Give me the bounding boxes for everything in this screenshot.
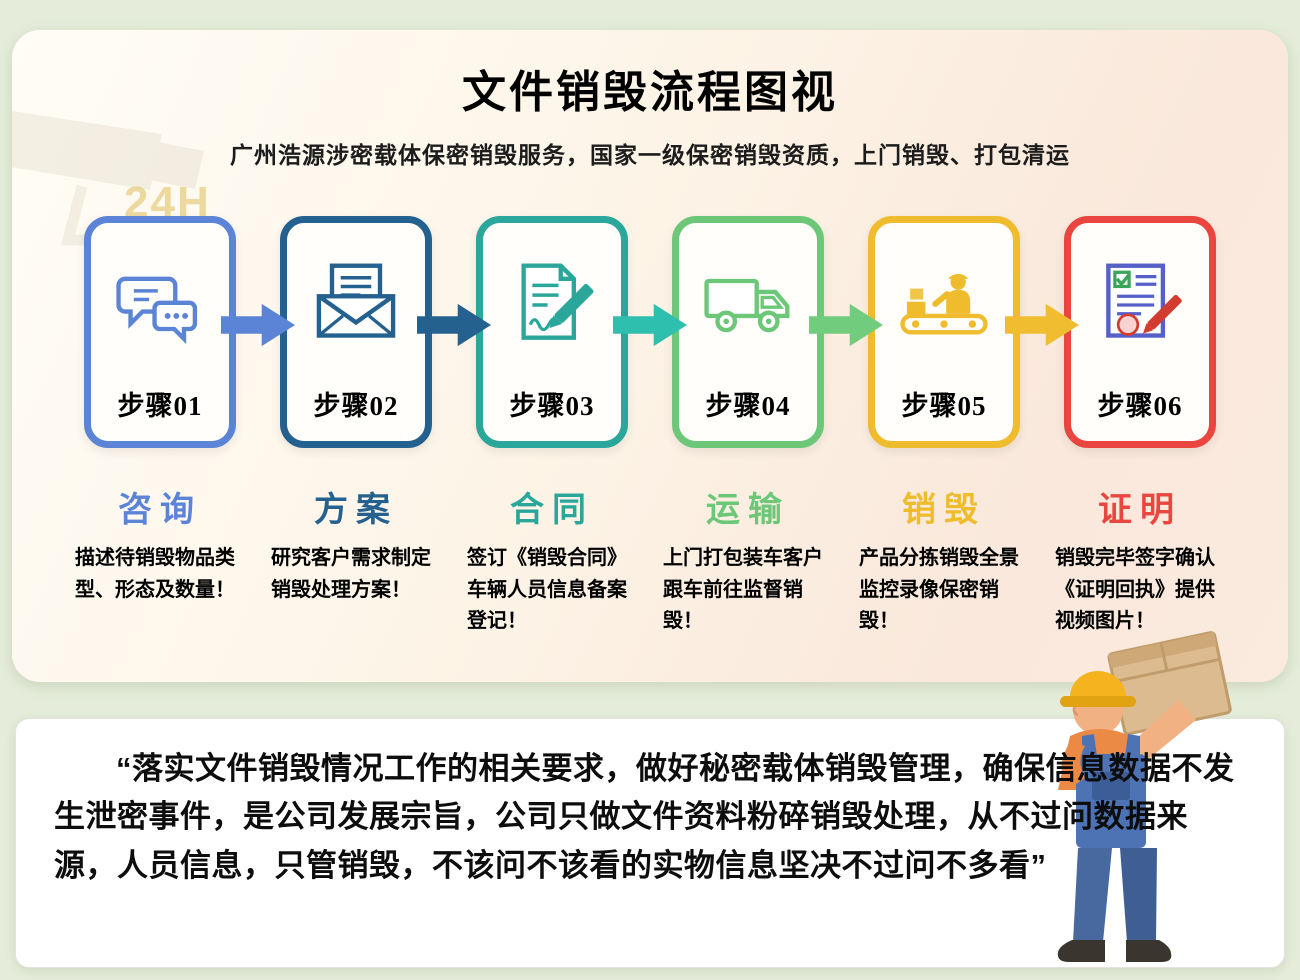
category-title: 合同 xyxy=(510,492,594,529)
step-label: 步骤04 xyxy=(705,391,791,421)
category-plan: 方案 研究客户需求制定销毁处理方案！ xyxy=(271,482,432,638)
category-title: 方案 xyxy=(314,492,398,529)
page-title: 文件销毁流程图视 xyxy=(462,68,838,117)
category-certificate: 证明 销毁完毕签字确认《证明回执》提供视频图片！ xyxy=(1055,482,1216,638)
category-title: 运输 xyxy=(706,492,790,529)
steps-row: 步骤01 步骤02 xyxy=(12,216,1288,448)
process-panel: 24H 文件销毁流程图视 广州浩源涉密载体保密销毁服务，国家一级保密销毁资质，上… xyxy=(0,30,1288,682)
shredder-machine-icon xyxy=(896,257,992,353)
step-box-4: 步骤04 xyxy=(672,216,824,448)
step-box-3: 步骤03 xyxy=(476,216,628,448)
category-title: 销毁 xyxy=(902,492,986,529)
worker-carrying-box-illustration xyxy=(1026,630,1236,978)
step-box-5: 步骤05 xyxy=(868,216,1020,448)
category-destroy: 销毁 产品分拣销毁全景监控录像保密销毁！ xyxy=(859,482,1020,638)
step-box-2: 步骤02 xyxy=(280,216,432,448)
category-title: 证明 xyxy=(1098,492,1182,529)
envelope-letter-icon xyxy=(308,257,404,353)
page-subtitle: 广州浩源涉密载体保密销毁服务，国家一级保密销毁资质，上门销毁、打包清运 xyxy=(230,143,1070,168)
category-title: 咨询 xyxy=(118,492,202,529)
category-description: 描述待销毁物品类型、形态及数量！ xyxy=(75,547,235,601)
category-consult: 咨询 描述待销毁物品类型、形态及数量！ xyxy=(75,482,236,638)
chat-bubbles-icon xyxy=(112,257,208,353)
step-label: 步骤06 xyxy=(1097,391,1183,421)
category-description: 上门打包装车客户跟车前往监督销毁！ xyxy=(663,547,823,633)
truck-icon xyxy=(700,257,796,353)
step-box-1: 步骤01 xyxy=(84,216,236,448)
category-contract: 合同 签订《销毁合同》车辆人员信息备案登记！ xyxy=(467,482,628,638)
contract-pen-icon xyxy=(504,257,600,353)
step-label: 步骤01 xyxy=(117,391,203,421)
quote-card: “落实文件销毁情况工作的相关要求，做好秘密载体销毁管理，确保信息数据不发生泄密事… xyxy=(15,718,1285,968)
category-description: 研究客户需求制定销毁处理方案！ xyxy=(271,547,431,601)
quote-text: “落实文件销毁情况工作的相关要求，做好秘密载体销毁管理，确保信息数据不发生泄密事… xyxy=(54,751,1235,883)
category-description: 产品分拣销毁全景监控录像保密销毁！ xyxy=(859,547,1019,633)
category-description: 销毁完毕签字确认《证明回执》提供视频图片！ xyxy=(1055,547,1215,633)
category-description: 签订《销毁合同》车辆人员信息备案登记！ xyxy=(467,547,627,633)
step-label: 步骤05 xyxy=(901,391,987,421)
step-box-6: 步骤06 xyxy=(1064,216,1216,448)
step-label: 步骤02 xyxy=(313,391,399,421)
category-transport: 运输 上门打包装车客户跟车前往监督销毁！ xyxy=(663,482,824,638)
step-label: 步骤03 xyxy=(509,391,595,421)
categories-row: 咨询 描述待销毁物品类型、形态及数量！ 方案 研究客户需求制定销毁处理方案！ 合… xyxy=(12,482,1288,638)
certificate-stamp-icon xyxy=(1092,257,1188,353)
